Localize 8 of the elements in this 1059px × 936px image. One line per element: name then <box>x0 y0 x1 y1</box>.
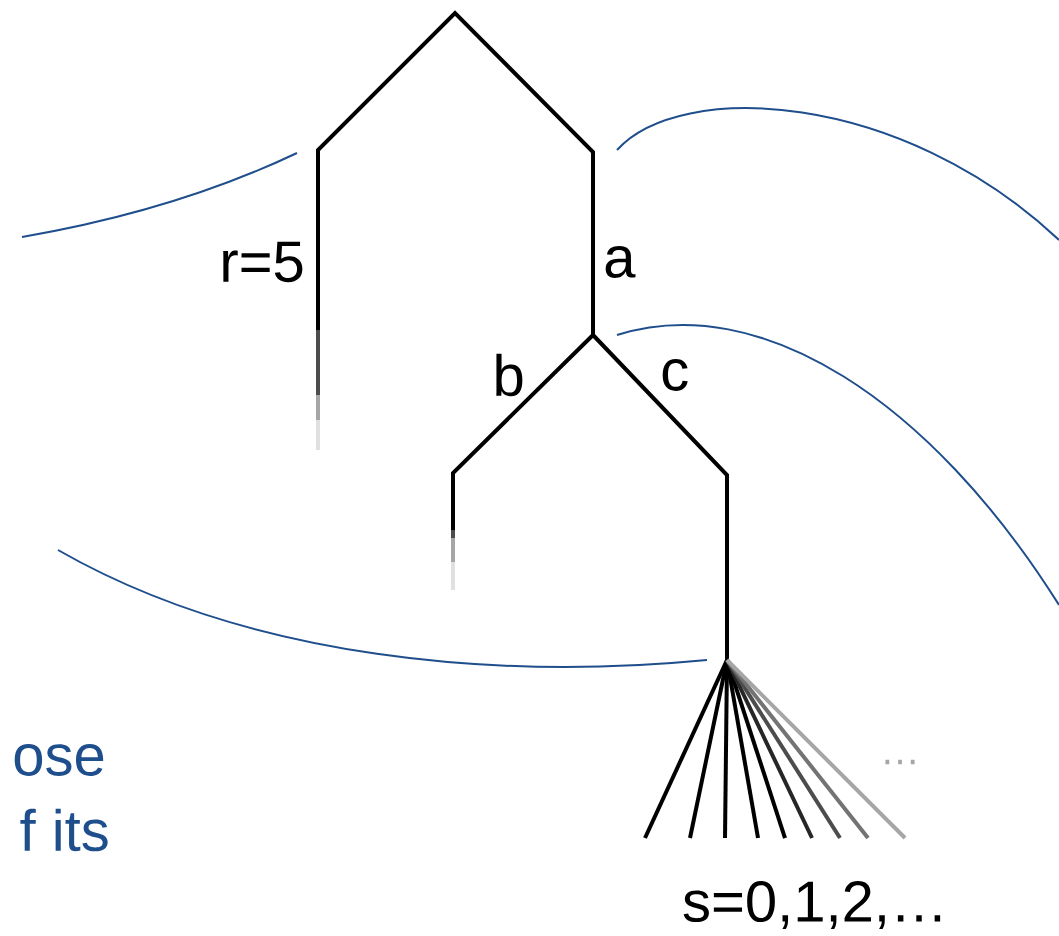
text-fragment: ose <box>14 744 104 776</box>
branch-label: r=5 <box>223 241 303 283</box>
branch-label: b <box>496 353 523 397</box>
ellipsis: … <box>885 759 915 765</box>
text-fragment: f its <box>20 808 108 852</box>
value-label: s=0,1,2,… <box>683 881 941 929</box>
branch-label: c <box>662 359 688 391</box>
branch-label: a <box>605 246 636 278</box>
